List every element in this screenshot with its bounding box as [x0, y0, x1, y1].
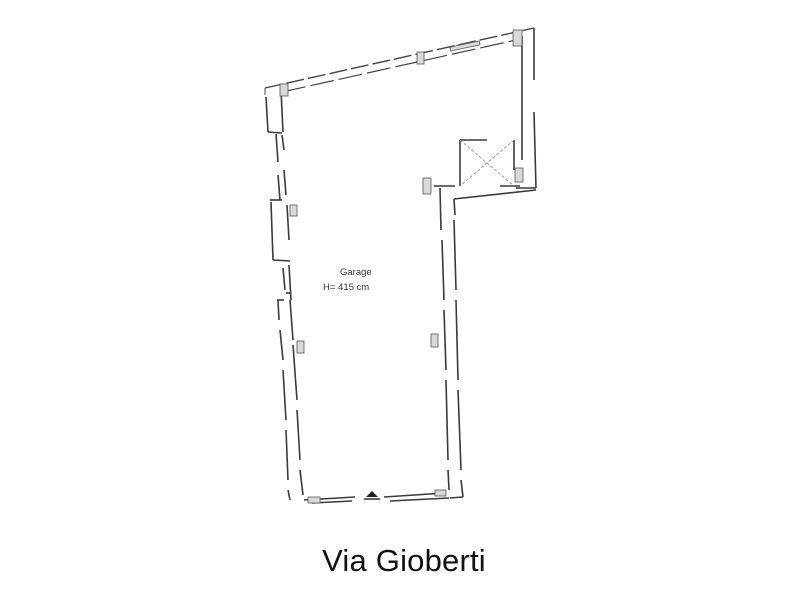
bottom-wall [303, 492, 450, 504]
pillar [512, 29, 523, 47]
pillar [296, 340, 305, 354]
right-walls [439, 28, 537, 499]
entrance-marker [364, 491, 380, 500]
pillar [422, 177, 432, 195]
pillar [514, 167, 524, 183]
room-height-label: H= 415 cm [323, 282, 370, 293]
street-name-caption: Via Gioberti [0, 543, 800, 579]
shaft-x-box [434, 139, 520, 187]
pillar [430, 333, 439, 348]
pillar [279, 83, 289, 97]
pillar [449, 40, 481, 52]
pillar [416, 51, 425, 65]
top-wall [264, 27, 535, 95]
pillar [289, 204, 298, 217]
pillars [279, 29, 524, 504]
left-wall [265, 89, 304, 501]
room-name-label: Garage [340, 267, 372, 278]
pillar [307, 496, 321, 504]
street-name-text: Via Gioberti [322, 543, 486, 578]
pillar [434, 489, 447, 497]
